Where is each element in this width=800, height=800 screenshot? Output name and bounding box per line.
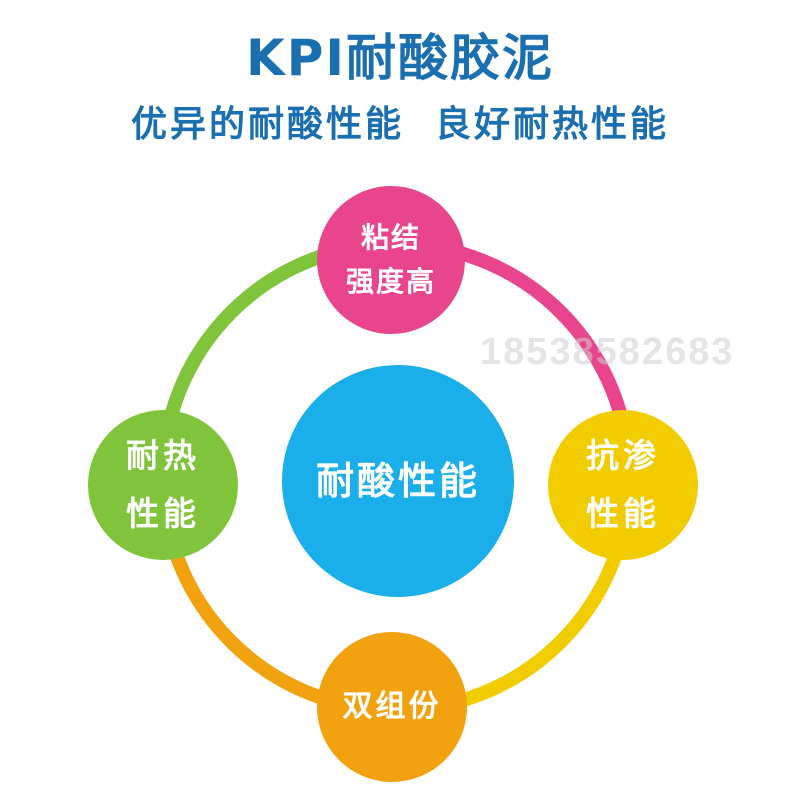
node-anti-seepage-line1: 抗渗 — [586, 436, 660, 475]
node-two-component-label: 双组份 — [342, 689, 442, 724]
phone-watermark: 18538582683 — [480, 331, 735, 373]
node-heat-resistance-line1: 耐热 — [126, 436, 200, 475]
page-title: KPI耐酸胶泥 — [246, 29, 554, 87]
node-two-component: 双组份 — [317, 632, 467, 782]
node-bond-strength: 粘结 强度高 — [317, 186, 465, 334]
center-node: 耐酸性能 — [282, 365, 514, 597]
node-bond-strength-line2: 强度高 — [345, 265, 436, 298]
center-node-label: 耐酸性能 — [315, 459, 480, 503]
node-heat-resistance: 耐热 性能 — [88, 410, 238, 560]
node-heat-resistance-line2: 性能 — [126, 494, 200, 533]
node-anti-seepage: 抗渗 性能 — [548, 410, 698, 560]
page-subtitle: 优异的耐酸性能 良好耐热性能 — [130, 104, 670, 145]
node-anti-seepage-line2: 性能 — [586, 494, 660, 533]
node-bond-strength-line1: 粘结 — [360, 221, 421, 254]
